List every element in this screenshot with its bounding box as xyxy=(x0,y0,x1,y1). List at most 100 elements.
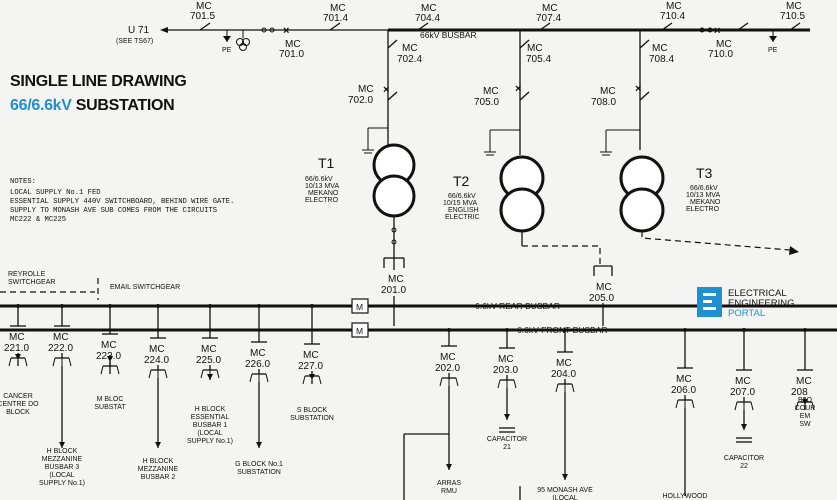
feeder-227-mc-num: 227.0 xyxy=(298,361,323,372)
feeder-208-mc-num: 208 xyxy=(791,387,808,398)
switch-702-4 xyxy=(387,39,398,49)
hv-busbar: 66kV BUSBAR U 71 (SEE TS67) MC 701.5 PE … xyxy=(116,1,810,60)
mc-701-0-mc: MC xyxy=(285,39,301,50)
mc-702-0-num: 702.0 xyxy=(348,95,373,106)
t1-winding-lv xyxy=(372,174,416,218)
pe-label-left: PE xyxy=(222,47,232,54)
logo: ELECTRICAL ENGINEERING PORTAL xyxy=(697,287,795,319)
logo-line-3: PORTAL xyxy=(728,308,765,319)
logo-icon-bar-2 xyxy=(703,300,712,303)
mc-705-0-mc: MC xyxy=(483,86,499,97)
switchgear-email: EMAIL SWITCHGEAR xyxy=(110,284,180,291)
mc-705-4-mc: MC xyxy=(527,43,543,54)
mc-702-0-mc: MC xyxy=(358,84,374,95)
feeder-203-arrow xyxy=(504,414,510,420)
t3-lv-arrow xyxy=(789,246,799,255)
mc-201-0-num: 201.0 xyxy=(381,285,406,296)
front-busbar-label: 6.6kV FRONT BUSBAR xyxy=(517,325,608,335)
t1-isolator xyxy=(387,91,398,101)
t2-isolator xyxy=(519,91,530,101)
feeder-207-mc: MC xyxy=(735,376,751,387)
t2-name: T2 xyxy=(453,173,470,189)
t3-breaker-cross: × xyxy=(635,83,641,95)
switchgear-left-2: SWITCHGEAR xyxy=(8,279,55,286)
mc-701-4-mc: MC xyxy=(330,3,346,14)
mc-705-4-num: 705.4 xyxy=(526,54,551,65)
feeder-206-load-0: HOLLYWOOD xyxy=(663,493,708,500)
mc-701-5-num: 701.5 xyxy=(190,11,215,22)
bay-t3: MC 708.4 × MC 708.0 T3 66/6.6kV 10/13 MV… xyxy=(591,30,799,255)
feeder-208-leg-0 xyxy=(795,401,799,411)
bus-coupler-m-bottom xyxy=(351,322,369,338)
feeder-206-mc-num: 206.0 xyxy=(671,385,696,396)
title-rest: SUBSTATION xyxy=(72,97,175,114)
feeder-226-mc-num: 226.0 xyxy=(245,359,270,370)
feeder-226-leg-2 xyxy=(265,373,269,383)
feeder-224-leg-2 xyxy=(164,369,168,379)
title-accent: 66/6.6kV xyxy=(10,97,72,114)
feeder-204-leg-2 xyxy=(571,383,575,393)
mc-710-0-mc: MC xyxy=(716,39,732,50)
mc-710-5-num: 710.5 xyxy=(780,11,805,22)
mc-702-4-mc: MC xyxy=(402,43,418,54)
mc-704-4-mc: MC xyxy=(421,3,437,14)
feeder-227-arrow xyxy=(309,374,315,380)
t3-ratio: 66/6.6kV xyxy=(690,185,718,192)
feeder-207-mc-num: 207.0 xyxy=(730,387,755,398)
feeder-203-load-1: 21 xyxy=(503,444,511,451)
feeder-204-mc-num: 204.0 xyxy=(551,369,576,380)
feeder-207-leg-0 xyxy=(734,401,738,411)
feeder-223-leg-2 xyxy=(116,365,120,375)
feeder-221-load-0: CANCER xyxy=(3,393,33,400)
mc-707-4-mc: MC xyxy=(542,3,558,14)
feeder-224-arrow xyxy=(155,442,161,448)
logo-line-1: ELECTRICAL xyxy=(728,288,787,299)
feeder-225-load-1: ESSENTIAL xyxy=(191,414,230,421)
feeder-202-leg-0 xyxy=(439,377,443,387)
mc-205-0-num: 205.0 xyxy=(589,293,614,304)
t3-winding-lv xyxy=(619,187,665,233)
rear-busbar-label: 6.6kV REAR BUSBAR xyxy=(475,301,560,311)
mc-701-5-mc: MC xyxy=(196,1,212,12)
feeder-203-mc-num: 203.0 xyxy=(493,365,518,376)
switch-710-5-a xyxy=(737,22,749,31)
iso-701-0-a xyxy=(261,27,267,33)
feeder-225-load-4: SUPPLY No.1) xyxy=(187,438,233,445)
feeder-222-arrow xyxy=(59,442,65,448)
feeder-204-load-1: (LOCAL xyxy=(552,495,577,500)
t3-lv-link-dashed xyxy=(641,231,791,251)
mc-710-4-mc: MC xyxy=(666,1,682,12)
feeder-221-load-2: BLOCK xyxy=(6,409,30,416)
feeder-208-mc: MC xyxy=(796,376,812,387)
feeder-203-leg-2 xyxy=(513,379,517,389)
feeder-226-load-0: G BLOCK No.1 xyxy=(235,461,283,468)
feeder-226-mc: MC xyxy=(250,348,266,359)
t2-maker2: ELECTRIC xyxy=(445,214,480,221)
vt-circle-c xyxy=(239,43,247,51)
switchgear-left: REYROLLE xyxy=(8,271,46,278)
m-bottom-label: M xyxy=(356,326,363,336)
t3-name: T3 xyxy=(696,165,713,181)
feeder-203-load-0: CAPACITOR xyxy=(487,436,527,443)
mc-701-4-num: 701.4 xyxy=(323,13,348,24)
feeder-222-load-1: MEZZANINE xyxy=(42,456,83,463)
feeder-203-leg-0 xyxy=(497,379,501,389)
feeder-226-arrow xyxy=(256,442,262,448)
feeder-221-leg-0 xyxy=(8,357,12,367)
u71-label: U 71 xyxy=(128,25,150,36)
t2-breaker-cross: × xyxy=(515,83,521,95)
feeder-224-mc-num: 224.0 xyxy=(144,355,169,366)
switch-710-5-b xyxy=(789,22,801,31)
breaker-701-0-cross: × xyxy=(283,25,289,37)
t2-lv-link-dashed xyxy=(522,245,601,264)
switch-707-4 xyxy=(539,22,551,31)
t3-maker2: ELECTRO xyxy=(686,206,720,213)
feeder-222-leg-0 xyxy=(52,357,56,367)
mc-708-4-num: 708.4 xyxy=(649,54,674,65)
mc-705-0-num: 705.0 xyxy=(474,97,499,108)
feeder-221-leg-2 xyxy=(24,357,28,367)
t3-rating: 10/13 MVA xyxy=(686,192,720,199)
notes-heading: NOTES: xyxy=(10,178,36,186)
feeder-222-load-2: BUSBAR 3 xyxy=(45,464,80,471)
u71-arrow xyxy=(160,27,168,33)
